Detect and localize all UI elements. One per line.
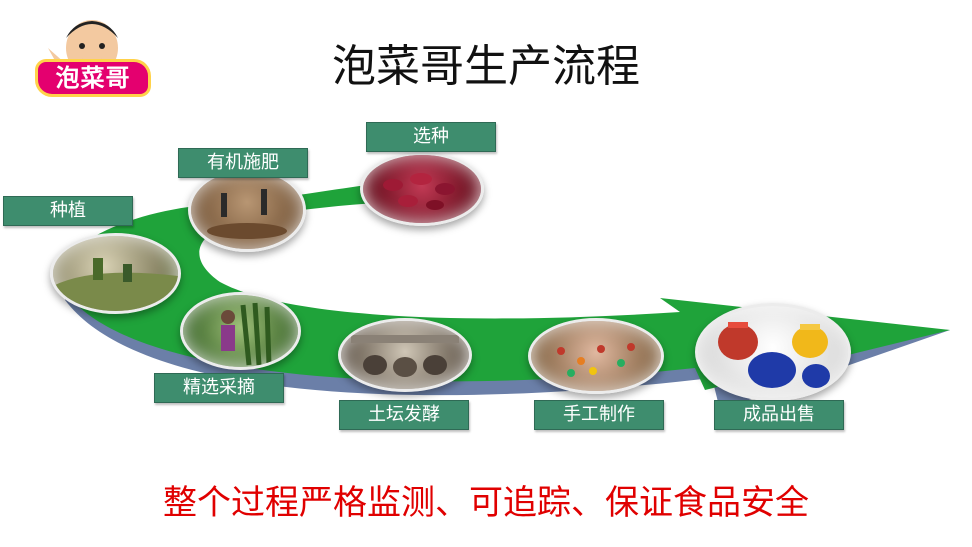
picking-vegetables-photo-icon	[221, 302, 272, 366]
pickle-jars-photo-icon	[718, 322, 830, 388]
step-photo-planting	[50, 233, 181, 314]
step-label-handmade: 手工制作	[534, 400, 664, 430]
step-label-products: 成品出售	[714, 400, 844, 430]
logo-text: 泡菜哥	[38, 62, 148, 94]
step-photo-picking	[180, 292, 301, 370]
step-photo-fermentation	[338, 318, 472, 392]
step-label-fermentation: 土坛发酵	[339, 400, 469, 430]
step-label-fertilizing: 有机施肥	[178, 148, 308, 178]
page-title: 泡菜哥生产流程	[332, 41, 640, 92]
step-photo-fertilizing	[188, 168, 306, 252]
safety-slogan: 整个过程严格监测、可追踪、保证食品安全	[163, 483, 809, 523]
field-planting-photo-icon	[53, 258, 178, 311]
step-photo-products	[695, 303, 851, 401]
step-label-picking: 精选采摘	[154, 373, 284, 403]
step-label-seeds: 选种	[366, 122, 496, 152]
step-photo-seeds	[360, 152, 484, 226]
soil-fertilizing-photo-icon	[207, 189, 287, 239]
red-beans-photo-icon	[383, 173, 455, 210]
fermentation-jars-photo-icon	[351, 335, 459, 377]
step-label-planting: 种植	[3, 196, 133, 226]
chopped-vegetables-photo-icon	[557, 343, 635, 377]
step-photo-handmade	[528, 318, 664, 394]
